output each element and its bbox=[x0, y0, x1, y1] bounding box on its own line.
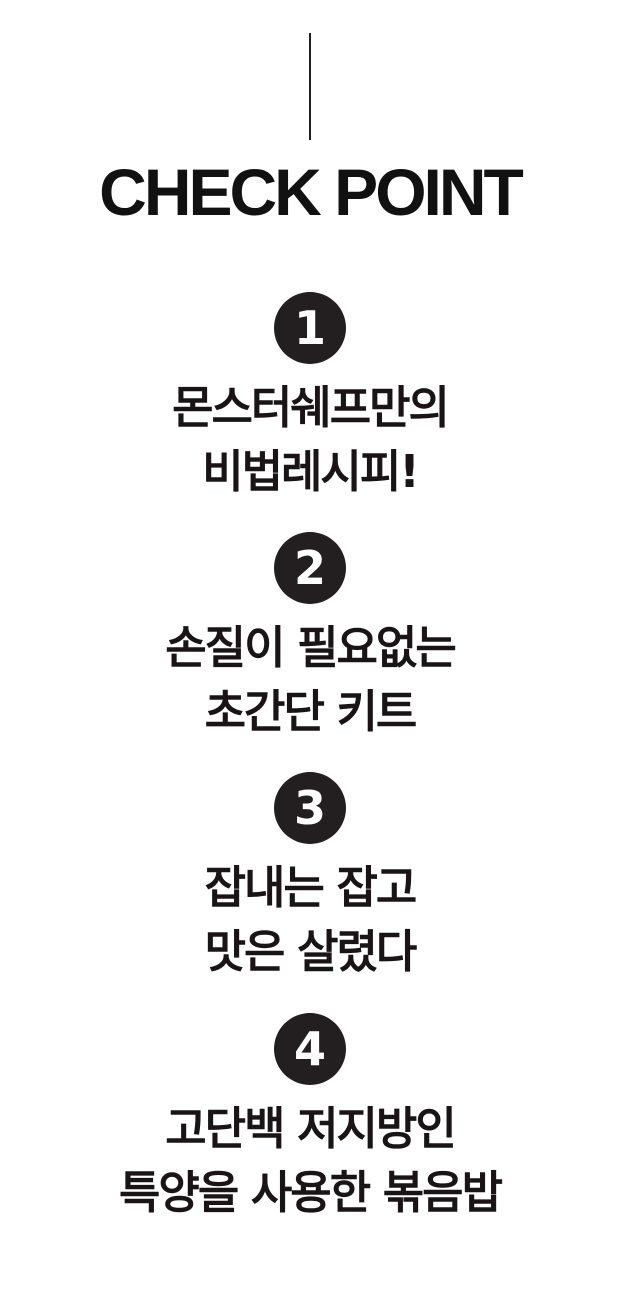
number-badge-3: 3 bbox=[274, 772, 346, 844]
check-point-3: 3 잡내는 잡고 맛은 살렸다 bbox=[0, 772, 620, 984]
point-line: 손질이 필요없는 bbox=[165, 621, 456, 674]
point-line: 잡내는 잡고 bbox=[204, 861, 418, 914]
badge-number: 4 bbox=[293, 1022, 326, 1076]
point-description-3: 잡내는 잡고 맛은 살렸다 bbox=[0, 856, 620, 984]
point-line: 초간단 키트 bbox=[204, 685, 418, 738]
page-title: CHECK POINT bbox=[99, 155, 524, 229]
badge-number: 2 bbox=[293, 541, 326, 595]
check-point-1: 1 몬스터쉐프만의 비법레시피! bbox=[0, 292, 620, 504]
check-point-2: 2 손질이 필요없는 초간단 키트 bbox=[0, 532, 620, 744]
number-badge-2: 2 bbox=[274, 532, 346, 604]
point-line: 맛은 살렸다 bbox=[204, 925, 418, 978]
point-line: 몬스터쉐프만의 bbox=[172, 381, 450, 434]
top-divider-line bbox=[309, 33, 311, 140]
number-badge-4: 4 bbox=[274, 1013, 346, 1085]
point-line: 특양을 사용한 볶음밥 bbox=[119, 1166, 503, 1219]
number-badge-1: 1 bbox=[274, 292, 346, 364]
point-description-2: 손질이 필요없는 초간단 키트 bbox=[0, 616, 620, 744]
point-description-1: 몬스터쉐프만의 비법레시피! bbox=[0, 376, 620, 504]
point-line: 고단백 저지방인 bbox=[165, 1102, 456, 1155]
point-line: 비법레시피! bbox=[202, 445, 420, 498]
badge-number: 1 bbox=[293, 301, 326, 355]
check-point-4: 4 고단백 저지방인 특양을 사용한 볶음밥 bbox=[0, 1013, 620, 1225]
point-description-4: 고단백 저지방인 특양을 사용한 볶음밥 bbox=[0, 1097, 620, 1225]
badge-number: 3 bbox=[293, 781, 326, 835]
